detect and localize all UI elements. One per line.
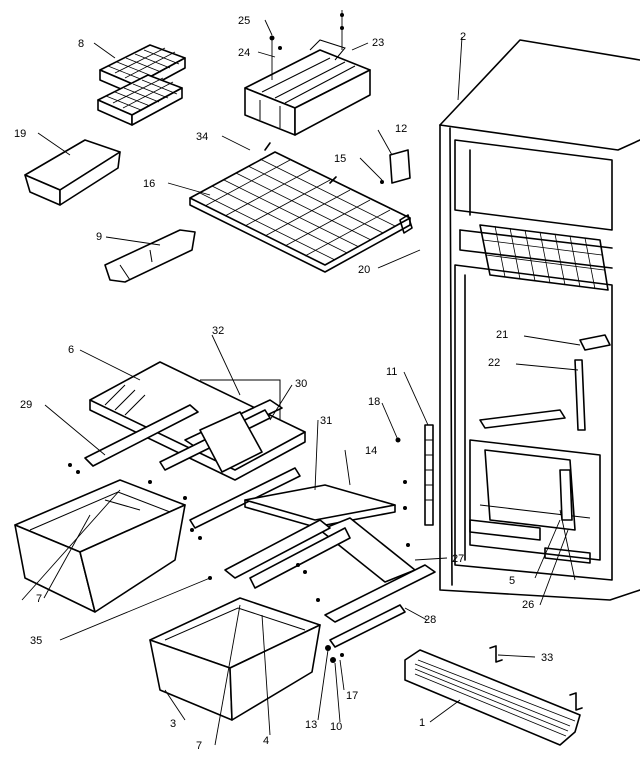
callout-11: 11: [386, 366, 397, 378]
callout-24: 24: [238, 47, 250, 59]
callout-31: 31: [320, 415, 332, 427]
callout-29: 29: [20, 399, 32, 411]
callout-17: 17: [346, 690, 358, 702]
callout-14: 14: [365, 445, 377, 457]
callout-13: 13: [305, 719, 317, 731]
callout-16: 16: [143, 178, 155, 190]
callout-27: 27: [452, 553, 464, 565]
callout-30: 30: [295, 378, 307, 390]
crisper-drawer-right: [149, 597, 321, 721]
ice-trays: [97, 44, 186, 126]
callout-2: 2: [460, 31, 466, 43]
lower-crisper-frame: [208, 484, 436, 648]
callout-15: 15: [334, 153, 346, 165]
callout-6: 6: [68, 344, 74, 356]
ice-bucket-assembly: [244, 39, 371, 136]
callout-23: 23: [372, 37, 384, 49]
side-rails: [395, 424, 576, 581]
callout-21: 21: [496, 329, 508, 341]
leader-lines: [21, 19, 581, 746]
callout-18: 18: [368, 396, 380, 408]
screws: [325, 645, 344, 663]
callout-9: 9: [96, 231, 102, 243]
callout-5: 5: [509, 575, 515, 587]
callout-35: 35: [30, 635, 42, 647]
callout-32: 32: [212, 325, 224, 337]
callout-7b: 7: [196, 740, 202, 752]
toe-grille: [404, 645, 583, 746]
crisper-frame: [68, 399, 301, 540]
freezer-wire-shelf: [189, 142, 413, 273]
callout-3: 3: [170, 718, 176, 730]
callout-26: 26: [522, 599, 534, 611]
crisper-drawer-left: [14, 479, 186, 613]
callout-34: 34: [196, 131, 208, 143]
callout-33: 33: [541, 652, 553, 664]
callout-8: 8: [78, 38, 84, 50]
callout-19: 19: [14, 128, 26, 140]
callout-22: 22: [488, 357, 500, 369]
callout-1: 1: [419, 717, 425, 729]
ice-bin: [24, 139, 121, 206]
callout-7a: 7: [36, 593, 42, 605]
shelf-support: [104, 229, 196, 283]
screw-stack: [269, 10, 344, 80]
callout-12: 12: [395, 123, 407, 135]
callout-28: 28: [424, 614, 436, 626]
callout-20: 20: [358, 264, 370, 276]
callout-4: 4: [263, 735, 269, 747]
crisper-cover: [89, 361, 306, 481]
bracket: [380, 149, 411, 184]
evaporator-grid: [479, 224, 609, 291]
refrigerator-cabinet: [439, 39, 640, 601]
callout-25: 25: [238, 15, 250, 27]
callouts: 8 25 24 23 2 19 34 12 15 16 9 20 21 32 6…: [14, 15, 553, 752]
callout-10: 10: [330, 721, 342, 733]
